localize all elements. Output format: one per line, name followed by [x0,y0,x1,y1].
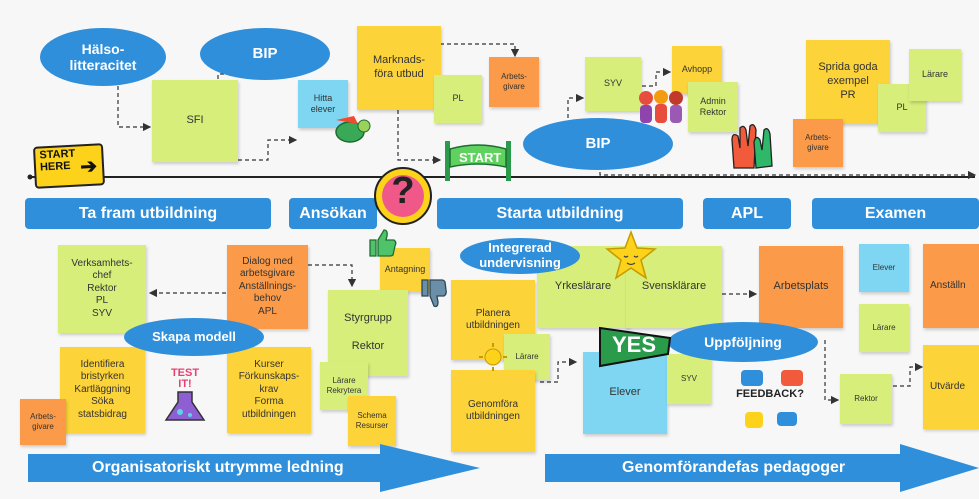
start-here-arrow-icon: ➔ [79,155,98,179]
note-larare-right: Lärare [859,304,909,352]
thumbs-down-icon [418,278,448,310]
yes-flag-text: YES [612,332,657,357]
feedback-text: FEEDBACK? [736,388,804,400]
arrow-uppfoljning-rektor [824,340,840,405]
note-pl-top: PL [434,75,482,123]
note-elever-right: Elever [859,244,909,292]
note-sfi: SFI [152,80,238,162]
arrow-rektor-utvard [893,362,924,387]
note-marknadsfora-utbud: Marknads- föra utbud [357,26,441,110]
band-starta-utbildning: Starta utbildning [437,198,683,229]
arrow-sfi-hitta [238,135,298,161]
star-icon [604,229,658,282]
note-utvardering: Utvärde [923,345,979,429]
arrow-dialog-styrgrupp [308,264,357,288]
note-syv-top: SYV [585,57,641,111]
test-it-text: TEST IT! [170,367,200,390]
oval-halsolitteracitet: Hälso- litteracitet [40,28,166,86]
arrow-genomfora-elever [540,357,578,383]
timeline-start-dot [27,174,33,180]
oval-bip-mid: BIP [523,118,673,170]
oval-uppfoljning: Uppföljning [668,322,818,362]
feedback-sticker: FEEDBACK? [735,368,805,430]
note-arbetsgivare-right: Arbets- givare [793,119,843,167]
band-examen: Examen [812,198,979,229]
thumbs-up-icon [366,226,398,258]
note-verksamhetschef: Verksamhets- chef Rektor PL SYV [58,245,146,333]
question-mark-text: ? [391,170,415,212]
note-larare-top: Lärare [909,49,961,101]
arrow-marknad-arbets [440,43,520,58]
test-it-sticker: TEST IT! [158,368,212,424]
arrow-bip-right [599,165,977,180]
note-rektor-right: Rektor [840,374,892,424]
arrow-syv-avhopp [642,67,672,87]
hands-icon [726,120,778,172]
note-kurser-forkunskapskrav: Kurser Förkunskaps- krav Forma utbildnin… [227,347,311,433]
people-group-icon [634,88,686,126]
note-genomfora-utbildningen: Genomföra utbildningen [451,370,535,452]
note-dialog-arbetsgivare: Dialog med arbetsgivare Anställnings- be… [227,245,308,329]
yes-flag-sticker: YES [598,324,674,368]
note-elever-mid: Elever [583,352,667,434]
question-mark-sticker: ? [372,162,434,232]
note-identifiera-bristyrken: Identifiera bristyrken Kartläggning Söka… [60,347,145,433]
note-arbetsgivare-left: Arbets- givare [20,399,66,445]
note-sprida-goda-exempel: Sprida goda exempel PR [806,40,890,124]
label-organisatoriskt-utrymme: Organisatoriskt utrymme ledning [92,459,344,476]
turtle-icon [330,110,372,146]
oval-skapa-modell: Skapa modell [124,318,264,356]
note-syv-mid: SYV [667,354,711,404]
sun-icon [478,342,508,372]
note-anstallning: Anställn [923,244,979,328]
arrow-bip-syv [567,93,585,118]
band-ansokan: Ansökan [289,198,377,229]
arrow-marknad-start [397,110,442,165]
note-arbetsgivare-top: Arbets- givare [489,57,539,107]
band-apl: APL [703,198,791,229]
label-genomforandefas: Genomförandefas pedagoger [622,459,846,476]
start-here-sticker: START HERE ➔ [32,143,106,189]
note-arbetsplats: Arbetsplats [759,246,843,328]
band-ta-fram-utbildning: Ta fram utbildning [25,198,271,229]
note-hitta-elever: Hitta elever [298,80,348,128]
oval-integrerad-undervisning: Integrerad undervisning [460,238,580,274]
start-here-text: START HERE [39,147,76,174]
note-admin-rektor: Admin Rektor [688,82,738,132]
note-schema-resurser: Schema Resurser [348,396,396,446]
start-banner-sticker: START [443,137,513,181]
note-styrgrupp-rektor: Styrgrupp Rektor [328,290,408,376]
start-banner-text: START [459,150,502,165]
oval-bip-top: BIP [200,28,330,80]
